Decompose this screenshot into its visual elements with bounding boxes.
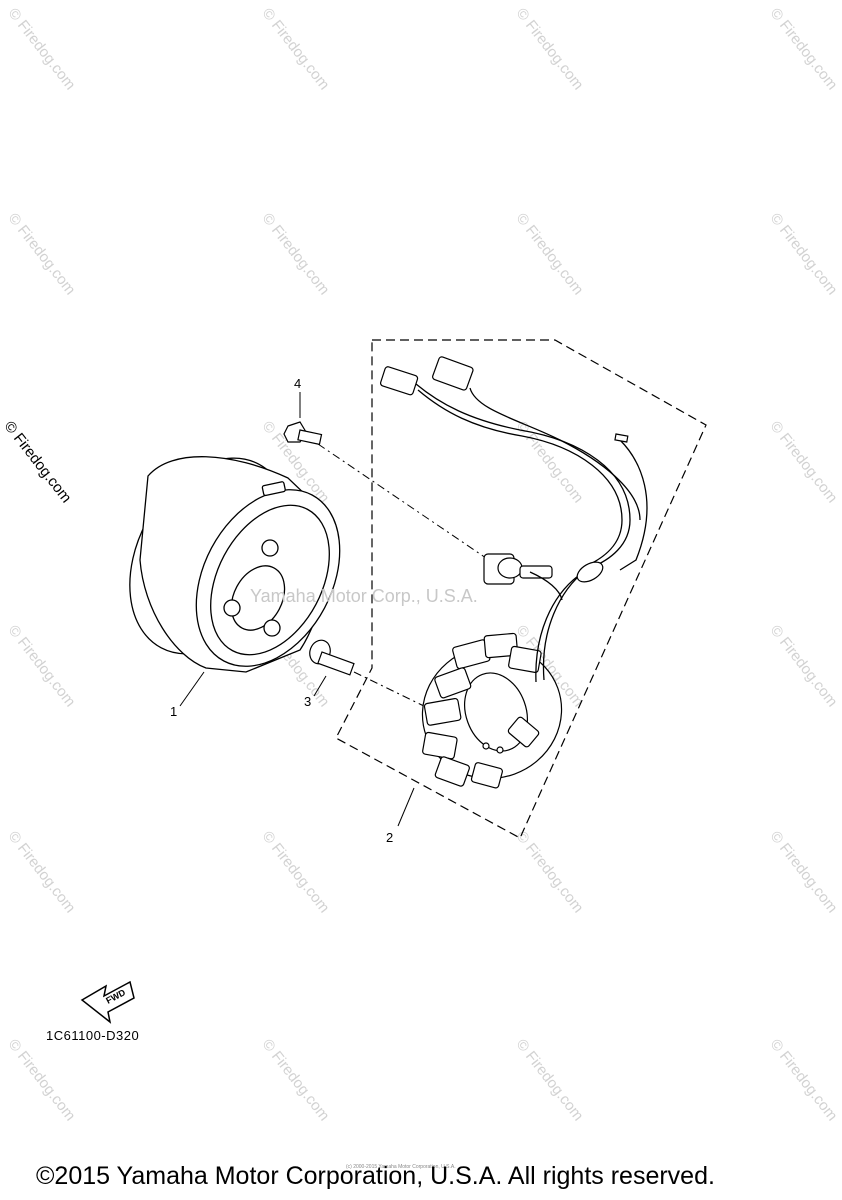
copyright-footer: ©2015 Yamaha Motor Corporation, U.S.A. A… [36,1162,715,1190]
callout-4: 4 [294,376,301,391]
wire-harness [415,383,648,683]
assembly-boundary [335,339,707,839]
callout-2: 2 [386,830,393,845]
stator [421,632,563,789]
diagram-code: 1C61100-D320 [46,1028,140,1043]
callout-1: 1 [170,704,177,719]
bolt-3 [309,639,355,676]
bolt-4 [283,421,323,446]
tiny-note: (c) 2000-2015 Yamaha Motor Corporation, … [346,1164,456,1170]
fwd-arrow-icon: FWD [80,980,135,1024]
connector [379,356,629,583]
leader-lines [179,392,487,827]
callout-3: 3 [304,694,311,709]
center-watermark: Yamaha Motor Corp., U.S.A. [250,586,478,606]
rotor [129,456,341,673]
pickup-coil [483,553,553,585]
